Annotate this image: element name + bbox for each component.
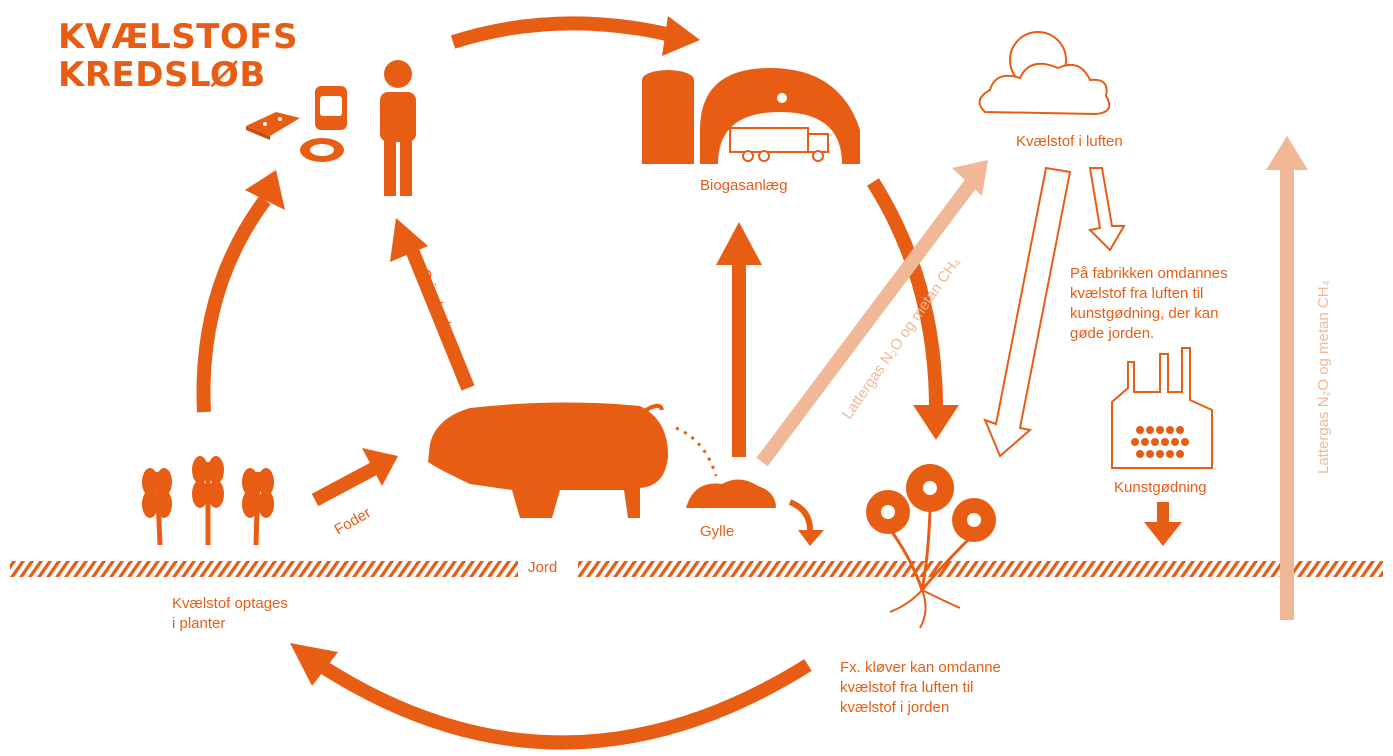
uptake-line-2: i planter [172,614,288,634]
dotted-line-pig [676,428,716,476]
label-clover: Fx. kløver kan omdanne kvælstof fra luft… [840,658,1001,718]
label-soil: Jord [528,558,557,578]
clover-line-2: kvælstof fra luften til [840,678,1001,698]
factory-note-line-3: kunstgødning, der kan [1070,304,1228,324]
arrow-food-to-biogas [453,23,675,42]
arrowhead-fertilizer [1144,522,1182,546]
title-line-1: KVÆLSTOFS [58,18,298,56]
person-icon [380,60,416,196]
gas-arrowhead-right [1266,136,1308,170]
arrow-plants-to-food [204,200,265,412]
clover-icon [866,464,996,628]
arrowhead-up-biogas [716,222,762,265]
ground-hatch-left [10,561,518,577]
uptake-line-1: Kvælstof optages [172,594,288,614]
label-biogas: Biogasanlæg [700,176,788,196]
arrow-slurry-to-ground [790,502,810,530]
label-gas-right: Lattergas N₂O og metan CH₄ [1314,280,1334,474]
arrowhead-soil [913,405,959,440]
label-factory-note: På fabrikken omdannes kvælstof fra lufte… [1070,264,1228,344]
manure-icon [686,479,776,508]
title-line-2: KREDSLØB [58,56,298,94]
cheese-icon [246,112,300,140]
silo-icon [642,70,694,164]
arrow-feed [315,468,375,500]
gas-arrow-right [1280,170,1294,620]
cloud-icon [980,64,1110,114]
arrow-fertilizer-down [1157,502,1169,524]
label-fertilizer: Kunstgødning [1114,478,1207,498]
jar-icon [315,86,347,130]
clover-line-1: Fx. kløver kan omdanne [840,658,1001,678]
factory-note-line-2: kvælstof fra luften til [1070,284,1228,304]
arrow-soil-to-plants [320,665,808,743]
label-air: Kvælstof i luften [1016,132,1123,152]
label-slurry: Gylle [700,522,734,542]
meat-icon [300,138,344,162]
arrow-slurry-to-biogas [732,262,746,457]
arrowhead-slurry-ground [798,530,824,546]
hollow-arrow-air-to-clover [985,168,1070,456]
arrowhead-biogas [662,16,700,56]
pig-icon [428,402,668,518]
clover-line-3: kvælstof i jorden [840,698,1001,718]
label-uptake: Kvælstof optages i planter [172,594,288,634]
wheat-icon [142,456,274,545]
factory-note-line-4: gøde jorden. [1070,324,1228,344]
factory-icon [1112,348,1212,468]
page-title: KVÆLSTOFS KREDSLØB [58,18,298,94]
factory-note-line-1: På fabrikken omdannes [1070,264,1228,284]
hollow-arrow-air-to-factory [1090,168,1124,250]
ground-hatch-right [578,561,1383,577]
